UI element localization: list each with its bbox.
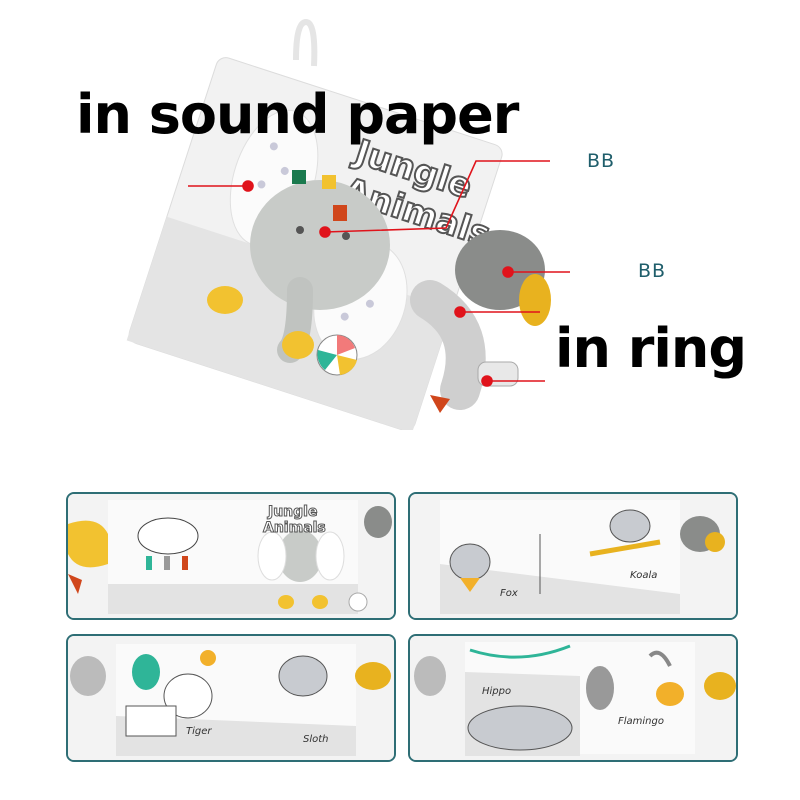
label-koala: Koala [630, 570, 658, 581]
label-sloth: Sloth [303, 734, 329, 745]
gallery-card-cover[interactable]: Jungle Animals [66, 492, 396, 620]
label-fox: Fox [500, 588, 518, 599]
cloth-book-illustration: Jungle Animals [126, 18, 570, 434]
hippo-flamingo-page-illustration [410, 636, 736, 760]
label-hippo: Hippo [482, 686, 512, 697]
hanging-loop-icon [293, 18, 318, 67]
label-tiger: Tiger [186, 726, 212, 737]
callout-label-1: BB [587, 150, 616, 172]
hero-product-image: Jungle Animals in sound [76, 18, 747, 434]
gallery-card-fox-koala[interactable]: Fox Koala [408, 492, 738, 620]
gallery-card-hippo-flamingo[interactable]: Hippo Flamingo [408, 634, 738, 762]
svg-text:Jungle: Jungle [267, 504, 317, 520]
callout-label-2: BB [638, 260, 667, 282]
headline-sound-paper: in sound paper [76, 83, 519, 146]
tiger-sloth-page-illustration [68, 636, 394, 760]
fox-koala-page-illustration [410, 494, 736, 618]
svg-text:Animals: Animals [263, 520, 326, 536]
cover-page-illustration: Jungle Animals [68, 494, 394, 618]
gallery-card-tiger-sloth[interactable]: Tiger Sloth [66, 634, 396, 762]
tag-icon [68, 520, 108, 568]
label-flamingo: Flamingo [618, 716, 664, 727]
headline-ring: in ring [555, 317, 747, 380]
